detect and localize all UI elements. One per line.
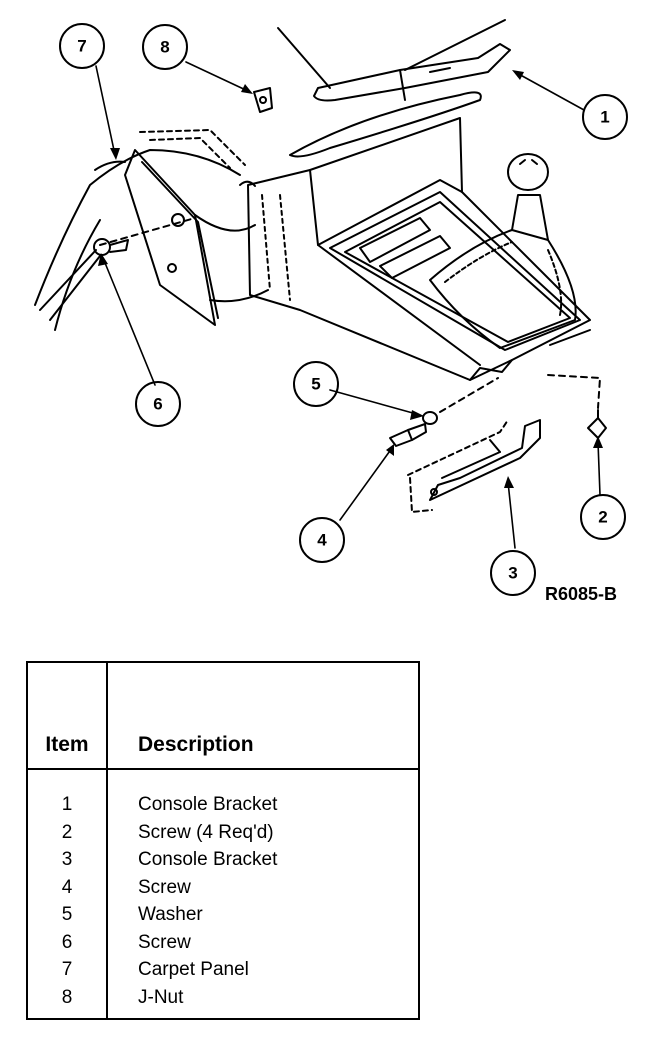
row-item: 2 [61,821,73,843]
figure-code: R6085-B [545,584,617,604]
parts-table: Item Description 1 Console Bracket 2 Scr… [26,661,420,1020]
callout-8: 8 [160,38,169,57]
callout-circles [59,23,628,596]
shift-knob [507,153,549,241]
callout-4: 4 [317,531,327,550]
shift-boot [429,229,577,349]
exploded-view-diagram: 1 2 3 4 5 6 7 8 R6085-B [34,19,628,604]
table-column-divider [106,663,108,1018]
console-bracket-upper [289,43,511,158]
row-description: J-Nut [138,986,184,1008]
table-row: 7 Carpet Panel [28,956,418,984]
callout-3: 3 [508,564,517,583]
row-description: Console Bracket [138,794,278,815]
arrowheads [98,70,603,488]
console-body [239,117,591,381]
row-item: 7 [61,959,73,980]
row-description: Screw (4 Req'd) [138,821,274,843]
table-row: 1 Console Bracket [28,791,418,819]
callout-leaders [95,61,601,549]
side-bracket-plate [124,149,269,326]
row-description: Screw [138,931,191,953]
row-description: Washer [138,904,203,925]
row-item: 3 [61,849,73,870]
table-row: 3 Console Bracket [28,846,418,874]
table-body: 1 Console Bracket 2 Screw (4 Req'd) 3 Co… [28,791,418,1011]
row-item: 8 [61,986,73,1008]
table-row: 8 J-Nut [28,984,418,1012]
header-item: Item [45,733,89,756]
header-description: Description [138,733,254,756]
table-row: 6 Screw [28,929,418,957]
row-item: 1 [61,794,73,815]
row-description: Carpet Panel [138,959,249,980]
row-description: Screw [138,876,191,898]
callout-6: 6 [153,395,162,414]
table-row: 2 Screw (4 Req'd) [28,819,418,847]
row-item: 5 [61,904,73,925]
callout-5: 5 [311,375,320,394]
callout-1: 1 [600,108,609,127]
callout-7: 7 [77,37,86,56]
table-row: 4 Screw [28,874,418,902]
row-item: 4 [61,876,73,898]
screw-item-2 [587,409,607,439]
screw-item-4 [389,423,427,447]
table-header-divider [28,768,418,770]
table-row: 5 Washer [28,901,418,929]
console-bracket-lower [407,419,541,513]
screw-item-6 [39,238,129,321]
row-description: Console Bracket [138,849,278,870]
row-item: 6 [61,931,73,953]
j-nut [253,87,273,113]
callout-2: 2 [598,508,607,527]
washer [422,411,438,425]
